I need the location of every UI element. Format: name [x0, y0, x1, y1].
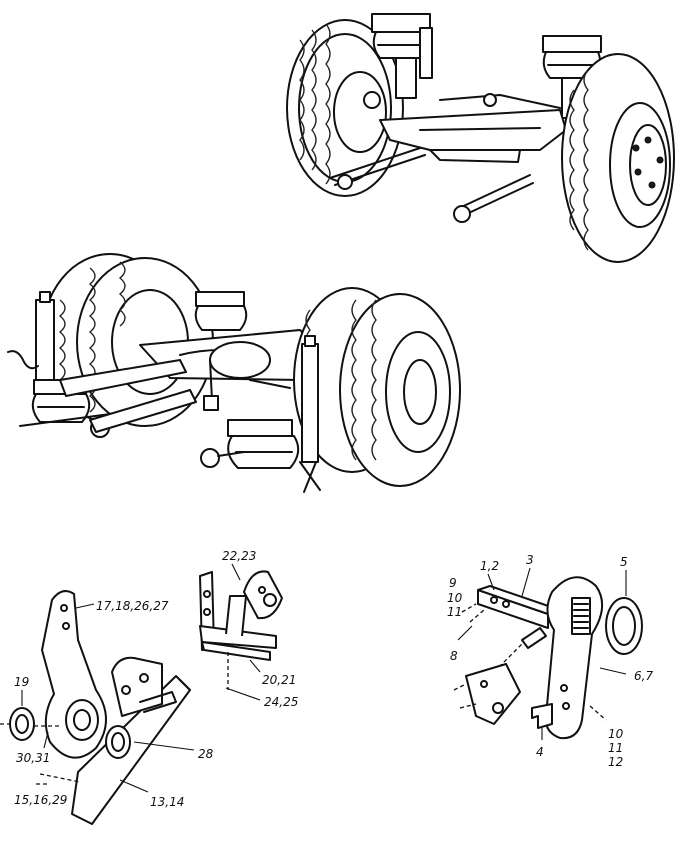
label-10-lower: 10	[608, 727, 624, 741]
rear-air-spring-right	[200, 419, 300, 469]
label-12: 12	[608, 755, 623, 769]
detail-slack-adjuster-left	[0, 590, 195, 825]
label-8: 8	[450, 649, 458, 663]
label-19: 19	[14, 675, 29, 689]
label-4: 4	[536, 745, 544, 759]
label-22-23: 22,23	[222, 549, 256, 563]
label-30-31: 30,31	[16, 751, 50, 765]
label-9: 9	[449, 576, 457, 590]
label-3: 3	[526, 553, 534, 567]
front-right-wheel	[561, 53, 675, 263]
front-air-spring-left	[371, 13, 433, 99]
part-labels: 22,23 17,18,26,27 19 30,31 28 15,16,29 1…	[14, 549, 653, 809]
label-1-2: 1,2	[480, 559, 499, 573]
label-24-25: 24,25	[264, 695, 298, 709]
rear-axle-assembly	[7, 253, 461, 493]
label-17-18-26-27: 17,18,26,27	[96, 599, 169, 613]
label-11-upper: 11	[447, 605, 462, 619]
label-10-upper: 10	[447, 591, 463, 605]
label-11-lower: 11	[608, 741, 623, 755]
label-15-16-29: 15,16,29	[14, 793, 67, 807]
label-28: 28	[198, 747, 214, 761]
front-axle-assembly	[286, 13, 675, 263]
label-6-7: 6,7	[634, 669, 653, 683]
detail-slack-adjuster-right	[453, 567, 643, 740]
front-left-wheel	[286, 19, 404, 197]
detail-bracket-middle	[199, 563, 283, 701]
label-20-21: 20,21	[262, 673, 296, 687]
label-13-14: 13,14	[150, 795, 184, 809]
label-5: 5	[620, 555, 628, 569]
rear-right-dual-wheels	[293, 287, 461, 487]
